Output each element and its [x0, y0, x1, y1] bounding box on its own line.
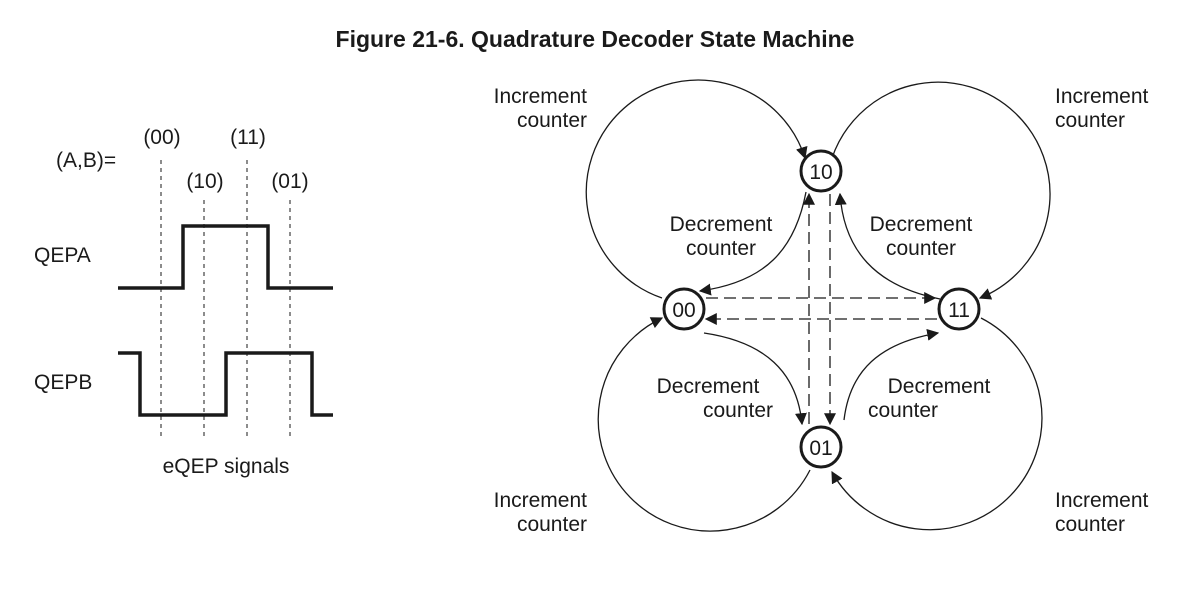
svg-text:11: 11	[948, 299, 970, 322]
state-node-11: 11	[937, 287, 981, 331]
arc-10-to-00	[698, 191, 807, 296]
qepa-label: QEPA	[34, 244, 91, 267]
svg-text:counter: counter	[1055, 513, 1125, 536]
label-increment-top-left: Increment counter	[494, 85, 588, 132]
label-increment-bottom-right: Increment counter	[1055, 489, 1149, 536]
svg-text:counter: counter	[1055, 109, 1125, 132]
svg-text:Increment: Increment	[494, 489, 588, 512]
ab-label: (A,B)=	[56, 149, 116, 172]
loop-top-right	[831, 81, 1051, 300]
state-node-10: 10	[799, 149, 843, 193]
qepb-label: QEPB	[34, 371, 92, 394]
svg-text:Decrement: Decrement	[870, 213, 973, 236]
svg-text:Increment: Increment	[494, 85, 588, 108]
state-label-10: (10)	[186, 170, 223, 193]
state-label-11: (11)	[230, 126, 266, 149]
svg-text:Decrement: Decrement	[888, 375, 991, 398]
label-increment-top-right: Increment counter	[1055, 85, 1149, 132]
eqep-signals-caption: eQEP signals	[163, 455, 290, 478]
loop-bottom-left	[597, 317, 811, 532]
label-decrement-upper-left: Decrement counter	[670, 213, 773, 260]
label-decrement-upper-right: Decrement counter	[870, 213, 973, 260]
loop-bottom-right	[831, 317, 1043, 531]
loop-top-left	[585, 79, 808, 299]
svg-text:Decrement: Decrement	[657, 375, 760, 398]
state-label-01: (01)	[271, 170, 308, 193]
svg-text:Increment: Increment	[1055, 85, 1149, 108]
label-increment-bottom-left: Increment counter	[494, 489, 588, 536]
state-node-01: 01	[799, 425, 843, 469]
svg-text:counter: counter	[686, 237, 756, 260]
qepb-waveform	[118, 351, 333, 417]
svg-text:counter: counter	[868, 399, 938, 422]
svg-text:Decrement: Decrement	[670, 213, 773, 236]
state-label-00: (00)	[143, 126, 180, 149]
svg-text:Increment: Increment	[1055, 489, 1149, 512]
svg-text:00: 00	[672, 299, 695, 322]
label-decrement-lower-right: Decrement counter	[868, 375, 991, 422]
svg-text:counter: counter	[517, 513, 587, 536]
arc-11-to-10	[834, 192, 941, 300]
figure-title: Figure 21-6. Quadrature Decoder State Ma…	[336, 26, 855, 52]
svg-text:counter: counter	[517, 109, 587, 132]
svg-text:01: 01	[809, 437, 832, 460]
label-decrement-lower-left: Decrement counter	[657, 375, 773, 422]
qepa-waveform	[118, 224, 333, 290]
state-machine-panel: 10 00 11 01 Increment counter Increment …	[494, 79, 1149, 536]
svg-text:counter: counter	[703, 399, 773, 422]
state-node-00: 00	[662, 287, 706, 331]
arc-01-to-11	[843, 328, 940, 421]
waveform-panel: (A,B)= (00) (11) (10) (01) QEPA QEPB eQE…	[34, 126, 333, 478]
arc-00-to-01	[703, 332, 807, 426]
svg-text:10: 10	[809, 161, 832, 184]
svg-text:counter: counter	[886, 237, 956, 260]
